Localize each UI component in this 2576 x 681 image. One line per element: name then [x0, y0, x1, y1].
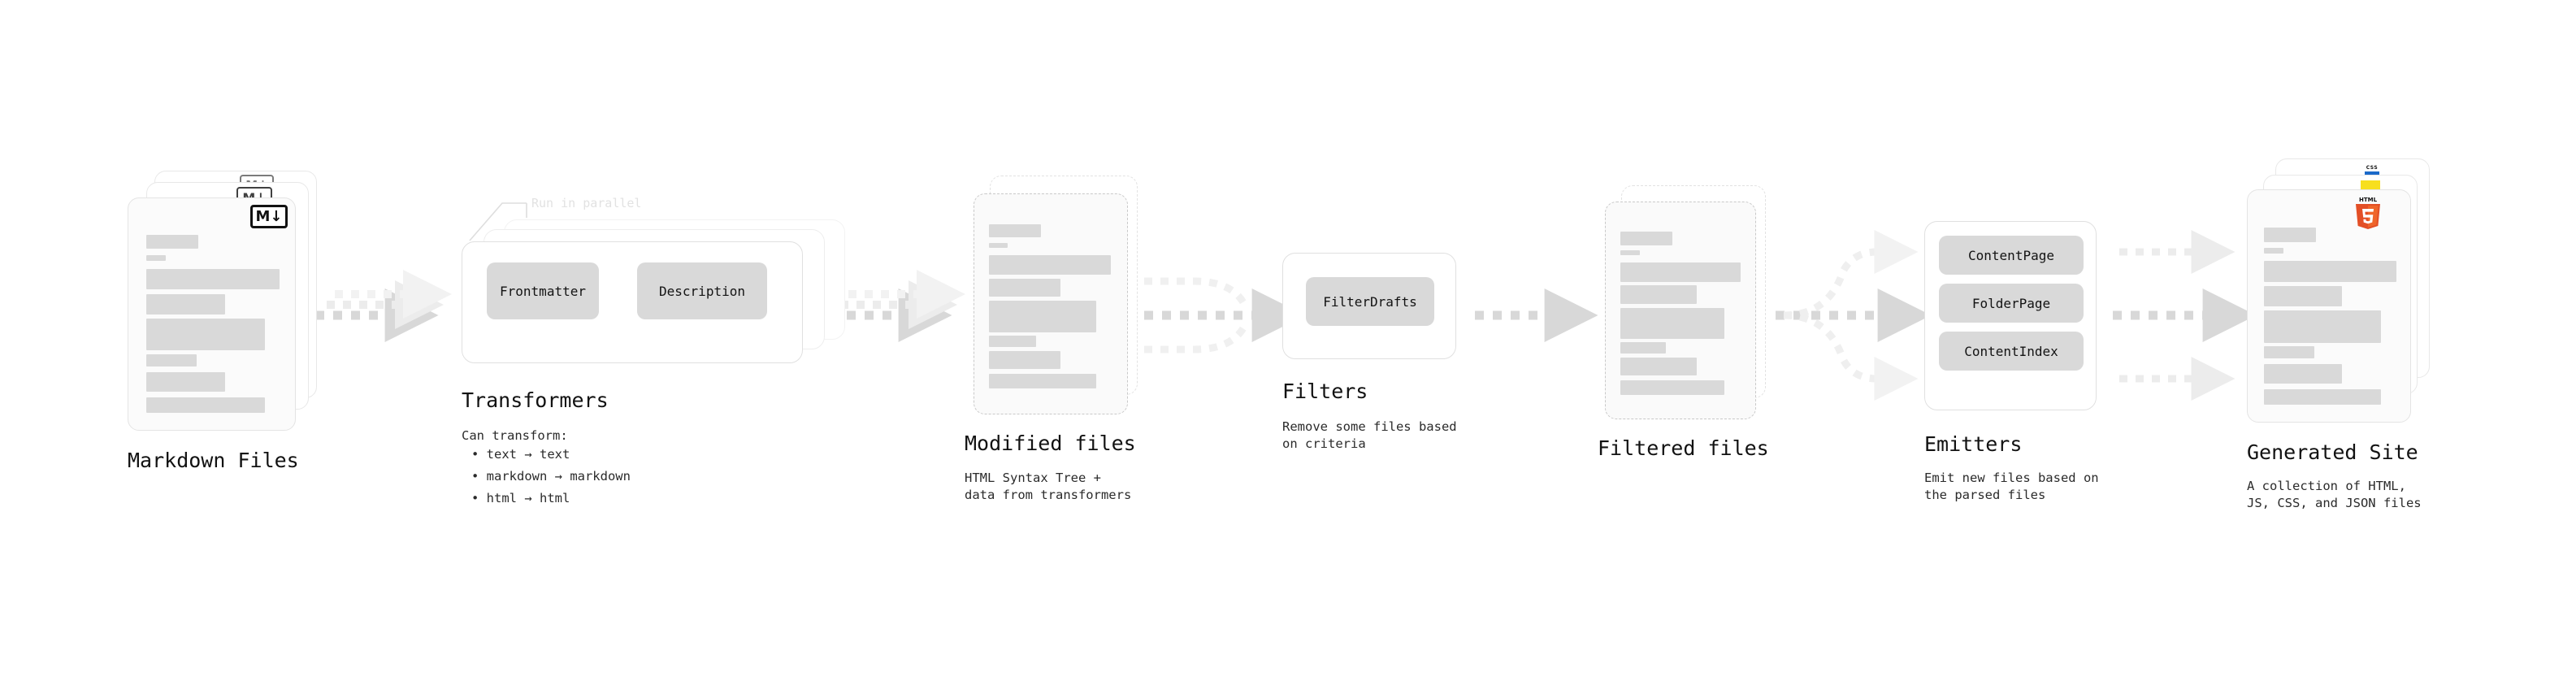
- stage-desc-filters: Remove some files based on criteria: [1282, 419, 1457, 451]
- markdown-badge-front: M↓: [250, 205, 288, 228]
- filters-panel[interactable]: FilterDrafts: [1282, 253, 1456, 359]
- card-bar: [146, 269, 280, 289]
- card-bar: [146, 319, 265, 350]
- card-bar: [1620, 250, 1640, 255]
- markdown-card-front[interactable]: [128, 197, 296, 431]
- stage-title-emitters: Emitters: [1924, 432, 2023, 456]
- card-bar: [146, 354, 197, 367]
- card-bar: [989, 336, 1036, 347]
- chip-contentpage[interactable]: ContentPage: [1939, 236, 2084, 275]
- card-bar: [146, 235, 198, 249]
- stage-desc-emitters: Emit new files based on the parsed files: [1924, 471, 2099, 502]
- chip-contentindex[interactable]: ContentIndex: [1939, 332, 2084, 371]
- card-bar: [1620, 262, 1741, 282]
- card-bar: [1620, 342, 1666, 354]
- card-bar: [989, 224, 1041, 237]
- transformers-bullet-1: • markdown → markdown: [471, 469, 631, 484]
- css-badge: CSS: [2365, 165, 2379, 175]
- card-bar: [2264, 389, 2381, 405]
- chip-description[interactable]: Description: [637, 262, 767, 319]
- stage-desc-transformers: Can transform:: [462, 428, 568, 443]
- card-bar: [2264, 364, 2342, 384]
- card-bar: [989, 279, 1060, 297]
- emitters-panel[interactable]: ContentPage FolderPage ContentIndex: [1924, 221, 2097, 410]
- card-bar: [2264, 261, 2396, 282]
- card-bar: [1620, 380, 1724, 395]
- card-bar: [2264, 286, 2342, 306]
- stage-title-markdown-files: Markdown Files: [128, 449, 299, 472]
- card-bar: [989, 374, 1096, 388]
- card-bar: [989, 301, 1096, 332]
- card-bar: [1620, 358, 1697, 375]
- card-bar: [1620, 285, 1697, 304]
- card-bar: [989, 255, 1111, 275]
- svg-text:HTML: HTML: [2359, 197, 2378, 203]
- card-bar: [2264, 346, 2314, 358]
- run-in-parallel-label: Run in parallel: [531, 196, 642, 210]
- stage-title-filters: Filters: [1282, 380, 1368, 403]
- card-bar: [146, 294, 225, 314]
- stage-title-filtered-files: Filtered files: [1598, 436, 1769, 460]
- card-bar: [2264, 228, 2316, 242]
- stage-desc-modified-files: HTML Syntax Tree + data from transformer…: [965, 471, 1132, 502]
- card-bar: [989, 351, 1060, 369]
- site-card-front[interactable]: [2247, 189, 2411, 423]
- card-bar: [146, 397, 265, 413]
- filtered-card-front[interactable]: [1605, 202, 1756, 419]
- html5-badge: HTML: [2353, 195, 2383, 234]
- stage-title-generated-site: Generated Site: [2247, 440, 2418, 464]
- css-badge-bar: [2365, 171, 2379, 175]
- card-bar: [146, 372, 225, 392]
- card-bar: [146, 255, 166, 261]
- stage-title-modified-files: Modified files: [965, 432, 1136, 455]
- connector-markdown-to-transformers: [315, 270, 452, 342]
- transformers-bullet-0: • text → text: [471, 447, 570, 462]
- connector-emitters-to-site: [2113, 230, 2257, 401]
- card-bar: [1620, 308, 1724, 339]
- chip-frontmatter[interactable]: Frontmatter: [487, 262, 599, 319]
- chip-folderpage[interactable]: FolderPage: [1939, 284, 2084, 323]
- card-bar: [1620, 232, 1672, 245]
- card-bar: [2264, 310, 2381, 343]
- transformers-panel-front[interactable]: Frontmatter Description: [462, 241, 803, 363]
- connector-modified-to-filters: [1144, 277, 1306, 354]
- chip-filterdrafts[interactable]: FilterDrafts: [1306, 277, 1434, 326]
- connector-filtered-to-emitters: [1776, 230, 1932, 401]
- stage-desc-generated-site: A collection of HTML, JS, CSS, and JSON …: [2247, 479, 2422, 510]
- transformers-bullet-2: • html → html: [471, 491, 570, 505]
- card-bar: [2264, 248, 2283, 254]
- modified-card-front[interactable]: [974, 193, 1128, 414]
- css-badge-label: CSS: [2366, 165, 2379, 171]
- stage-title-transformers: Transformers: [462, 388, 609, 412]
- card-bar: [989, 243, 1008, 248]
